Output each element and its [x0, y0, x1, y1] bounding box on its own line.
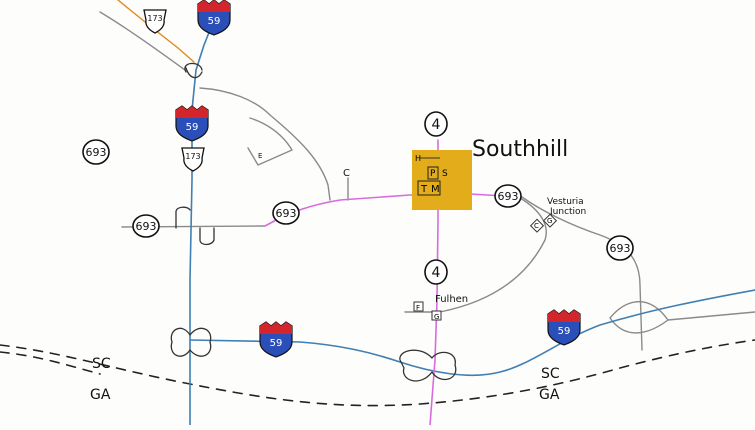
town-label-fulhen: Fulhen: [435, 294, 468, 305]
exit-letter-e: E: [258, 152, 262, 160]
state-label-sc-east: SC: [541, 366, 560, 382]
local-road-north-loop: [199, 87, 331, 201]
local-road-east-exit: [667, 311, 755, 321]
interchange-route4: [399, 349, 457, 382]
route-693-shield[interactable]: 693: [494, 184, 522, 208]
route-693-number: 693: [136, 220, 157, 233]
interstate-shield[interactable]: 59: [197, 0, 231, 36]
exit-letter-g: G: [434, 313, 439, 321]
route-693-shield[interactable]: 693: [82, 139, 110, 165]
route-693-number: 693: [610, 242, 631, 255]
junction-exit-markers: C G: [529, 213, 558, 233]
route-4-number: 4: [432, 117, 441, 133]
route-4-shield[interactable]: 4: [424, 111, 448, 137]
route-693-shield[interactable]: 693: [272, 201, 300, 225]
city-label-southhill: Southhill: [472, 137, 568, 162]
route-693-number: 693: [498, 190, 519, 203]
interstate-shield-number: 59: [208, 16, 221, 27]
interstate-59-east: [189, 289, 755, 377]
local-road-east-loop: [247, 117, 293, 166]
state-label-ga-west: GA: [90, 387, 111, 403]
city-letter-p: P: [430, 169, 436, 179]
us-route-number: 173: [185, 152, 200, 161]
interchange-west: [170, 327, 212, 357]
us-route-number: 173: [147, 14, 162, 23]
local-road-east-interchange: [609, 301, 669, 334]
city-block-p: [427, 166, 439, 180]
exit-letter-c: C: [343, 168, 350, 179]
junction-label-line1: Vesturia: [547, 197, 584, 207]
interstate-59-north: [189, 19, 215, 426]
interstate-shield[interactable]: 59: [259, 321, 293, 358]
state-label-sc-west: SC: [92, 356, 111, 372]
interstate-shield[interactable]: 59: [547, 309, 581, 346]
route-4-number: 4: [432, 265, 441, 281]
state-label-ga-east: GA: [539, 387, 560, 403]
interstate-shield-number: 59: [186, 122, 199, 133]
exit-letter-f: F: [416, 304, 420, 312]
interstate-shield[interactable]: 59: [175, 105, 209, 142]
city-letter-s: S: [442, 169, 448, 179]
interchange-693: [175, 206, 215, 246]
city-letter-m: M: [431, 184, 440, 195]
state-border-line: [0, 339, 755, 407]
route-4-shield[interactable]: 4: [424, 259, 448, 285]
junction-letter-g: G: [547, 217, 552, 225]
route-693-number: 693: [86, 146, 107, 159]
southhill-city-area[interactable]: [412, 150, 472, 210]
exit-box-g: [431, 310, 442, 321]
route-693-shield[interactable]: 693: [606, 235, 634, 261]
us-route-shield[interactable]: 173: [143, 9, 167, 34]
city-letter-t: T: [420, 184, 428, 195]
local-road-693-east: [521, 196, 643, 351]
junction-label-line2: Junction: [549, 207, 586, 217]
exit-letter-h: H: [415, 154, 421, 163]
route-693-number: 693: [276, 207, 297, 220]
route-693-shield[interactable]: 693: [132, 214, 160, 238]
interstate-shield-number: 59: [558, 326, 571, 337]
state-border-line-upper: [0, 351, 101, 375]
interstate-shield-number: 59: [270, 338, 283, 349]
local-road-vesturia: [404, 197, 547, 313]
exit-box-f: [413, 301, 424, 312]
us-route-shield[interactable]: 173: [181, 147, 205, 172]
route-693-line: [264, 193, 523, 227]
junction-letter-c: C: [534, 222, 539, 230]
city-block-tm: [417, 180, 441, 196]
interchange-north: [184, 62, 203, 79]
local-road-northwest: [99, 11, 186, 71]
